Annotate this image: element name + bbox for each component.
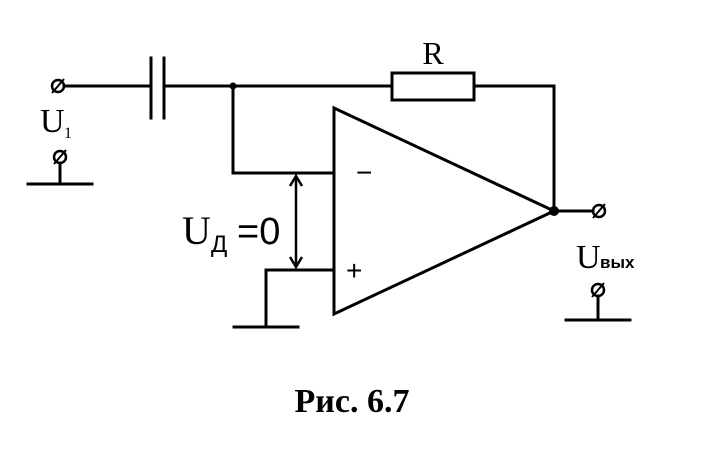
figure-caption: Рис. 6.7 bbox=[294, 383, 410, 420]
resistor-label: R bbox=[422, 35, 444, 71]
wire-noninverting bbox=[264, 268, 336, 329]
diff-voltage-sub: Д bbox=[211, 231, 227, 258]
output-terminal-slash bbox=[592, 203, 606, 219]
output-voltage-label: U bbox=[576, 239, 601, 276]
voltage-arrow bbox=[288, 173, 304, 270]
op-amp bbox=[332, 105, 558, 317]
wire-feedback bbox=[472, 84, 556, 213]
input-terminal-slash bbox=[51, 78, 65, 94]
resistor bbox=[390, 71, 476, 102]
wire-inverting bbox=[231, 84, 336, 175]
diff-voltage-eq: =0 bbox=[237, 211, 280, 253]
input-voltage-label: U bbox=[40, 103, 65, 140]
output-ground-slash bbox=[591, 282, 605, 298]
plus-sign: + bbox=[346, 255, 362, 286]
input-voltage-sub: 1 bbox=[64, 125, 72, 142]
output-voltage-sub: вых bbox=[600, 253, 635, 272]
input-ground-slash bbox=[53, 149, 67, 165]
output-terminal bbox=[591, 203, 607, 219]
diff-voltage-label: U bbox=[182, 208, 211, 253]
minus-sign: − bbox=[356, 157, 372, 188]
capacitor bbox=[149, 56, 166, 120]
